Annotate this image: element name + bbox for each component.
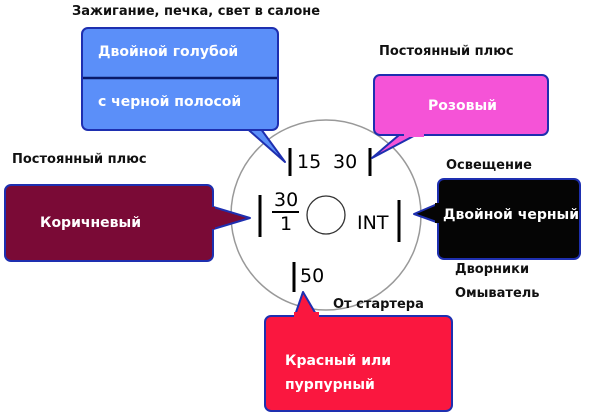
caption-lighting: Освещение: [446, 158, 532, 173]
caption-constant-plus-left: Постоянный плюс: [12, 152, 147, 167]
caption-constant-plus-right: Постоянный плюс: [379, 44, 514, 59]
blue-bubble-line2: с черной полосой: [98, 94, 242, 110]
pink-wire-bubble: [371, 74, 549, 159]
connector-center-hole: [306, 195, 346, 235]
terminal-15-label: 15: [297, 151, 322, 173]
brown-bubble-label: Коричневый: [40, 215, 142, 231]
caption-washer: Омыватель: [455, 286, 540, 301]
terminal-30-1-denominator: 1: [280, 213, 293, 235]
terminal-int-label: INT: [357, 212, 389, 234]
red-bubble-line1: Красный или: [285, 353, 392, 369]
terminal-30-label: 30: [333, 151, 358, 173]
pink-bubble-label: Розовый: [428, 98, 497, 114]
brown-wire-bubble: [4, 184, 251, 262]
blue-wire-bubble: [81, 27, 286, 163]
terminal-30-1-numerator: 30: [274, 189, 299, 211]
black-bubble-label: Двойной черный: [443, 207, 580, 223]
caption-ignition: Зажигание, печка, свет в салоне: [72, 4, 321, 19]
red-wire-bubble: [264, 291, 453, 412]
caption-wipers: Дворники: [455, 262, 530, 277]
caption-starter: От стартера: [333, 297, 424, 312]
blue-bubble-line1: Двойной голубой: [98, 44, 239, 60]
terminal-50-label: 50: [300, 265, 325, 287]
red-bubble-line2: пурпурный: [285, 377, 375, 393]
black-wire-bubble: [413, 178, 581, 260]
